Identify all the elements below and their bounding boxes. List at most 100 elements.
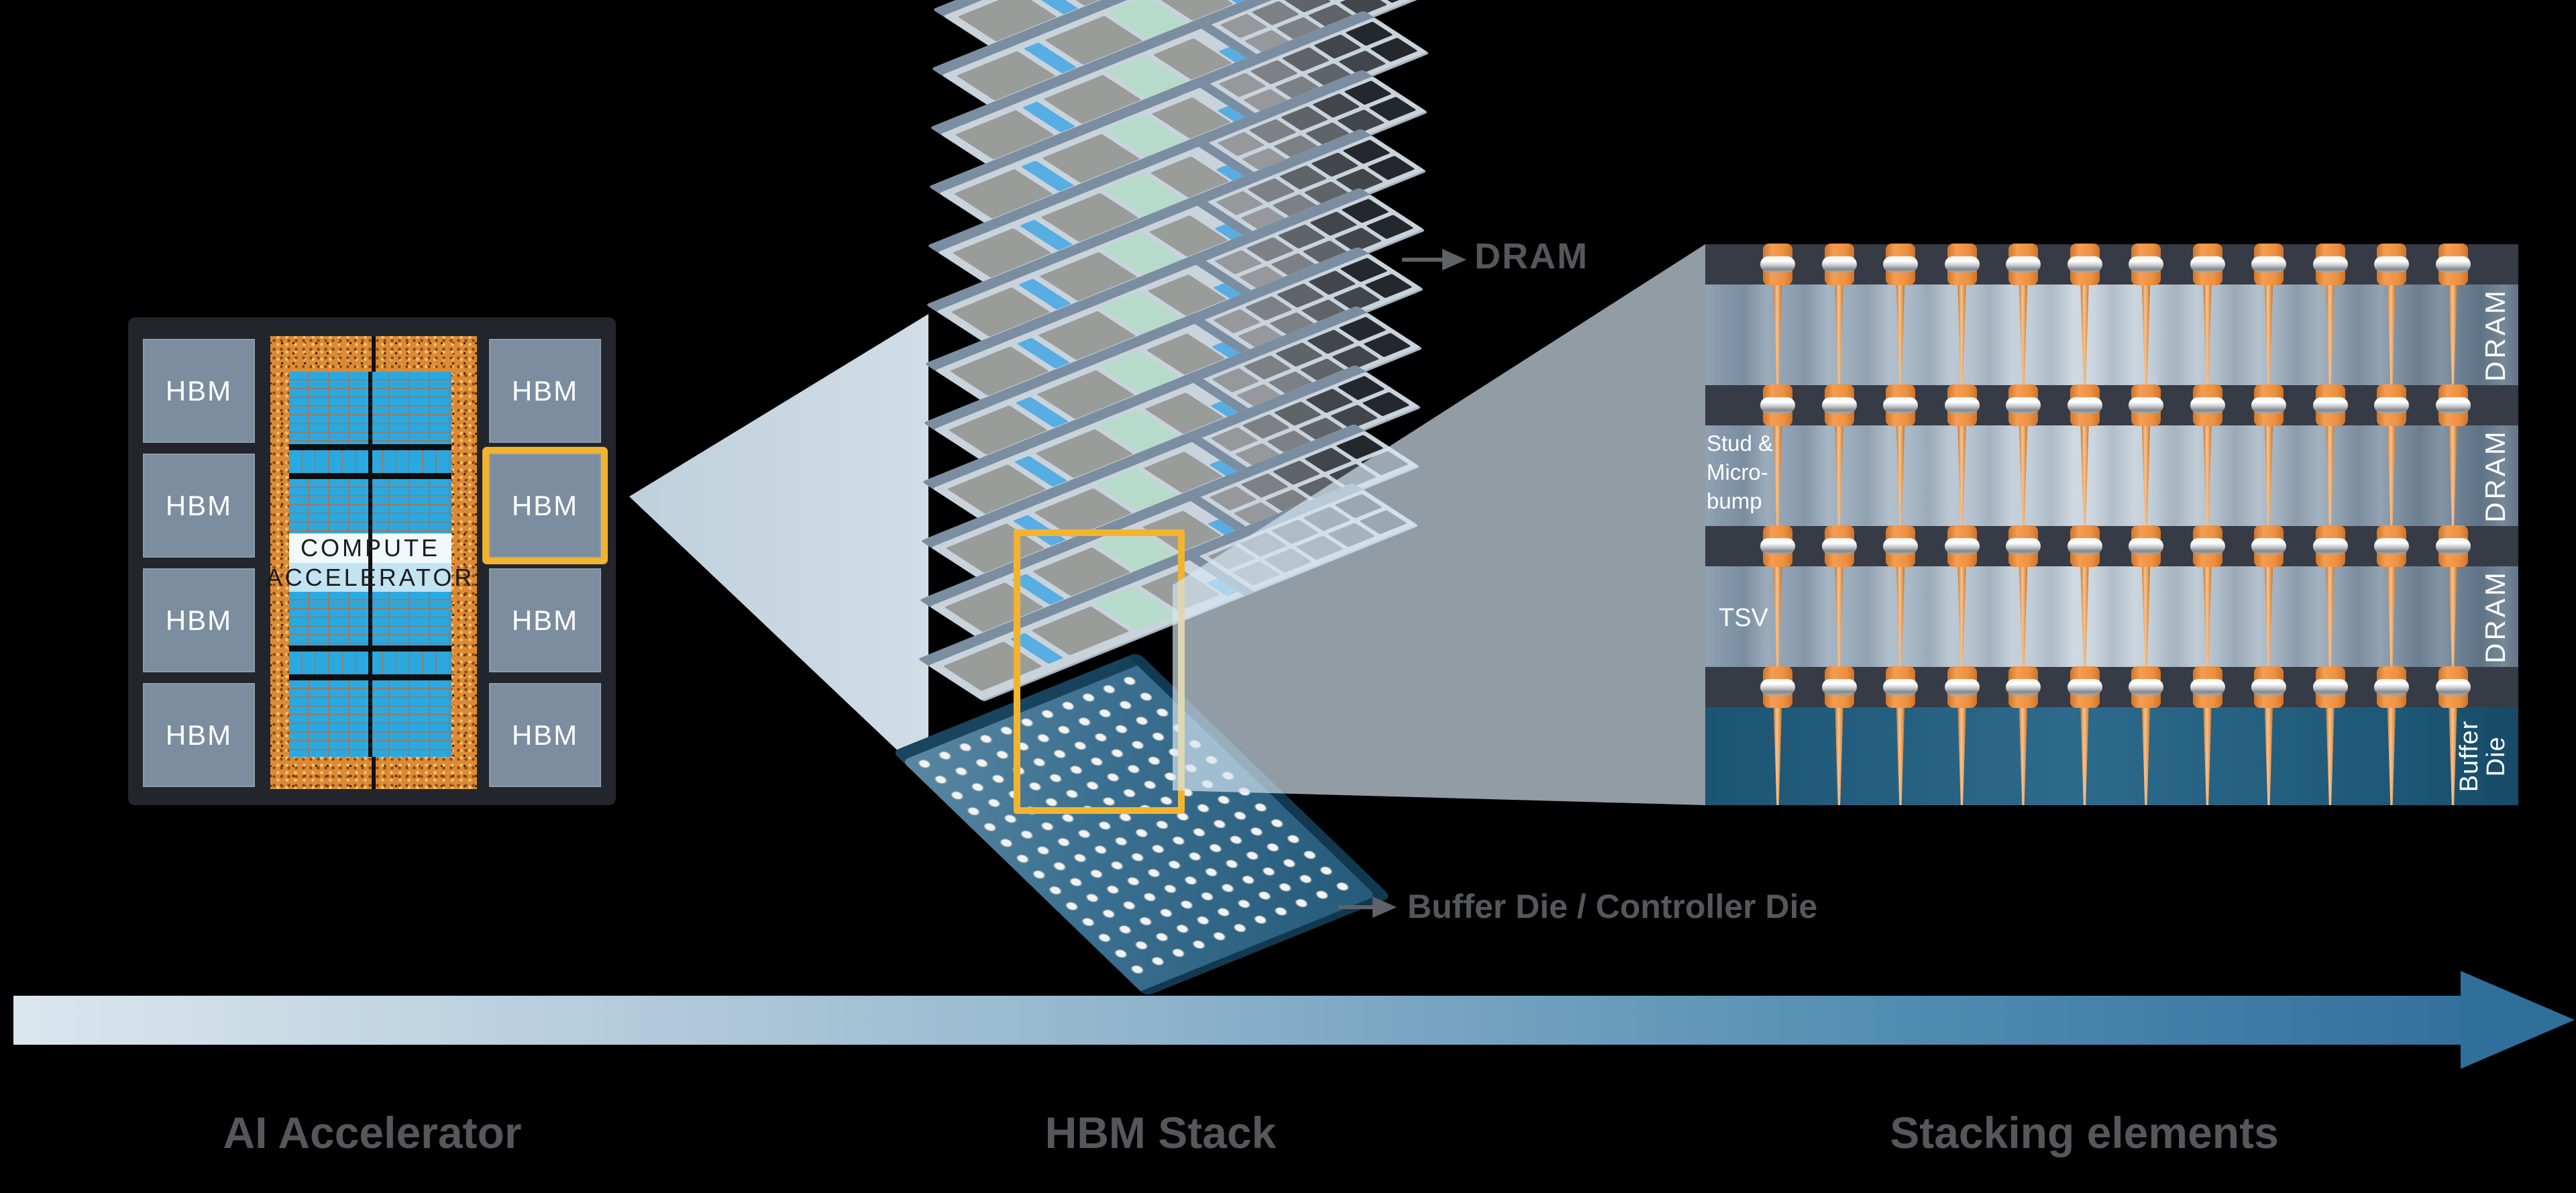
microbump bbox=[1944, 538, 1980, 554]
microbump bbox=[1821, 538, 1857, 554]
microbump bbox=[1883, 538, 1918, 554]
stud-microbump bbox=[2374, 384, 2409, 426]
buffer-band-label: Buffer Die bbox=[2455, 720, 2511, 792]
dram-callout: DRAM bbox=[1474, 236, 1589, 276]
hbm-block: HBM bbox=[143, 339, 255, 443]
microbump bbox=[2067, 538, 2102, 554]
stud-microbump bbox=[2374, 666, 2409, 708]
dram-band-label: DRAM bbox=[2479, 429, 2511, 523]
hbm-block: HBM bbox=[489, 339, 601, 443]
interposer: COMPUTE ACCELERATOR bbox=[266, 336, 477, 789]
stud-microbump bbox=[1883, 525, 1918, 567]
stud-microbump bbox=[2251, 525, 2286, 567]
stud-microbump bbox=[1760, 244, 1795, 285]
tsv-via bbox=[2387, 284, 2396, 385]
stud-microbump bbox=[2190, 666, 2225, 708]
tsv-via bbox=[2019, 425, 2028, 526]
microbump bbox=[2435, 397, 2471, 413]
microbump bbox=[1944, 679, 1980, 695]
stud-microbump bbox=[2251, 384, 2286, 426]
compute-label-line1: COMPUTE bbox=[301, 534, 440, 562]
stud-microbump bbox=[2312, 384, 2348, 426]
compute-die: COMPUTE ACCELERATOR bbox=[266, 372, 472, 757]
stud-microbump bbox=[1821, 525, 1857, 567]
dram-band-label: DRAM bbox=[2479, 288, 2511, 382]
tsv-via bbox=[2203, 425, 2212, 526]
microbump bbox=[2374, 256, 2409, 272]
tsv-via bbox=[2387, 707, 2396, 805]
stud-microbump bbox=[2435, 666, 2471, 708]
stud-microbump bbox=[2006, 384, 2041, 426]
hbm-block: HBM bbox=[143, 568, 255, 672]
stud-microbump bbox=[2374, 244, 2409, 285]
hbm-block: HBM bbox=[143, 454, 255, 558]
tsv-via bbox=[1773, 284, 1782, 385]
dram-die-band: DRAM bbox=[1705, 284, 2518, 385]
tsv-via bbox=[2203, 566, 2212, 667]
tsv-via bbox=[2326, 566, 2334, 667]
microbump bbox=[1944, 256, 1980, 272]
tsv-via bbox=[2326, 284, 2334, 385]
stud-microbump bbox=[2312, 666, 2348, 708]
tsv-via bbox=[2080, 566, 2089, 667]
stud-microbump bbox=[2067, 525, 2102, 567]
microbump bbox=[2435, 256, 2471, 272]
microbump bbox=[2312, 538, 2348, 554]
tsv-via bbox=[2019, 707, 2028, 805]
stack-cross-section: DRAM DRAM DRAM Buffer Die Stud & Micro- … bbox=[1705, 244, 2518, 805]
tsv-via bbox=[1835, 425, 1843, 526]
highlight-box bbox=[1014, 529, 1185, 814]
tsv-via bbox=[2449, 566, 2457, 667]
stud-microbump bbox=[1944, 666, 1980, 708]
tsv-via bbox=[2264, 284, 2273, 385]
tsv-via bbox=[2264, 425, 2273, 526]
stud-microbump bbox=[2190, 384, 2225, 426]
buffer-die-callout: Buffer Die / Controller Die bbox=[1407, 888, 1818, 925]
dram-die-band: DRAM bbox=[1705, 566, 2518, 667]
microbump bbox=[2190, 256, 2225, 272]
microbump-row bbox=[1705, 525, 2518, 567]
microbump bbox=[1821, 256, 1857, 272]
tsv-via bbox=[1896, 707, 1905, 805]
stud-microbump bbox=[1883, 244, 1918, 285]
microbump-row bbox=[1705, 384, 2518, 426]
tsv-via bbox=[1957, 284, 1966, 385]
tsv-via bbox=[2387, 566, 2396, 667]
accelerator-label-band: ACCELERATOR bbox=[266, 563, 472, 592]
tsv-via bbox=[2449, 284, 2457, 385]
stud-microbump bbox=[2006, 666, 2041, 708]
tsv-via bbox=[2141, 425, 2151, 526]
stud-microbump bbox=[2129, 244, 2163, 285]
stud-microbump bbox=[1821, 244, 1857, 285]
tsv-via bbox=[2203, 707, 2212, 805]
ai-accelerator-diagram: HBM HBM HBM HBM HBM HBM HBM HBM COMPUTE … bbox=[128, 317, 616, 805]
microbump bbox=[2067, 397, 2102, 413]
stud-microbump bbox=[2435, 525, 2471, 567]
microbump bbox=[1883, 397, 1918, 413]
stud-microbump bbox=[2129, 525, 2163, 567]
stud-microbump bbox=[2129, 384, 2163, 426]
microbump bbox=[1944, 397, 1980, 413]
stud-microbump bbox=[1883, 384, 1918, 426]
microbump bbox=[2006, 397, 2041, 413]
tsv-via bbox=[2203, 284, 2212, 385]
microbump bbox=[2129, 256, 2163, 272]
microbump bbox=[2190, 679, 2225, 695]
microbump bbox=[1760, 397, 1795, 413]
microbump bbox=[2067, 679, 2102, 695]
microbump bbox=[2006, 538, 2041, 554]
microbump bbox=[2312, 256, 2348, 272]
tsv-via bbox=[2141, 566, 2151, 667]
tsv-via bbox=[1957, 425, 1966, 526]
microbump-row bbox=[1705, 244, 2518, 285]
stud-microbump bbox=[2435, 384, 2471, 426]
stud-microbump bbox=[2190, 525, 2225, 567]
stud-microbump bbox=[2374, 525, 2409, 567]
microbump bbox=[1883, 256, 1918, 272]
tsv-via bbox=[1835, 566, 1843, 667]
microbump bbox=[2251, 397, 2286, 413]
microbump bbox=[2251, 679, 2286, 695]
stud-microbump bbox=[2067, 384, 2102, 426]
stud-microbump bbox=[1944, 244, 1980, 285]
